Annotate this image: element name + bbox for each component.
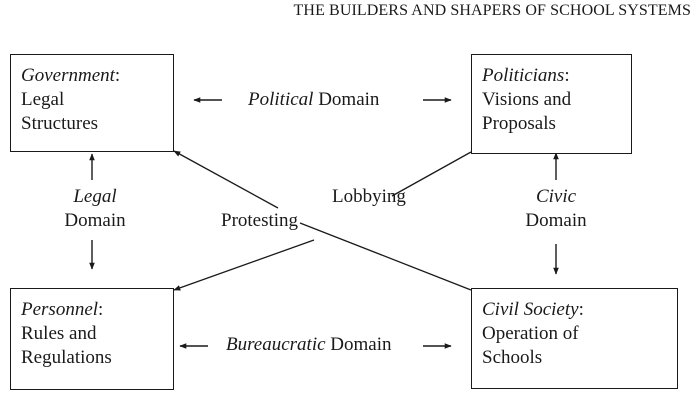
political-domain-rest: Domain — [313, 89, 380, 110]
government-title: Government: — [21, 64, 173, 88]
protesting-line-upper — [173, 150, 279, 209]
bureaucratic-domain-label: Bureaucratic Domain — [226, 333, 392, 357]
civic-domain-rest: Domain — [525, 210, 587, 231]
government-title-colon: : — [114, 65, 121, 86]
legal-domain-label: Legal Domain — [55, 185, 135, 233]
civic-domain-label: Civic Domain — [515, 185, 597, 233]
government-box: Government: Legal Structures — [10, 54, 174, 152]
politicians-title-name: Politicians — [482, 65, 565, 86]
page-header: THE BUILDERS AND SHAPERS OF SCHOOL SYSTE… — [293, 2, 691, 19]
legal-domain-rest: Domain — [64, 210, 126, 231]
politicians-line-2: Proposals — [482, 113, 556, 134]
politicians-box: Politicians: Visions and Proposals — [471, 54, 632, 154]
politicians-title: Politicians: — [482, 64, 631, 88]
lobbying-line-upper — [391, 151, 472, 197]
government-title-name: Government — [21, 65, 115, 86]
government-line-2: Structures — [21, 113, 99, 134]
civil-society-title-name: Civil Society — [482, 299, 579, 320]
bureaucratic-domain-rest: Domain — [325, 334, 392, 355]
protesting-label: Protesting — [221, 210, 299, 231]
civil-society-line-1: Operation of — [482, 323, 579, 344]
personnel-line-1: Rules and — [21, 323, 97, 344]
civil-society-line-2: Schools — [482, 347, 543, 368]
politicians-line-1: Visions and — [482, 89, 572, 110]
lobbying-label: Lobbying — [332, 186, 406, 207]
bureaucratic-domain-emph: Bureaucratic — [226, 334, 326, 355]
civil-society-box: Civil Society: Operation of Schools — [471, 288, 678, 389]
personnel-title: Personnel: — [21, 298, 173, 322]
civic-domain-emph: Civic — [535, 186, 577, 207]
civil-society-title: Civil Society: — [482, 298, 677, 322]
politicians-title-colon: : — [564, 65, 570, 86]
civil-society-title-colon: : — [578, 299, 584, 320]
political-domain-emph: Political — [248, 89, 314, 110]
government-line-1: Legal — [21, 89, 65, 110]
personnel-title-colon: : — [98, 299, 104, 320]
legal-domain-emph: Legal — [73, 186, 117, 207]
personnel-title-name: Personnel — [21, 299, 99, 320]
political-domain-label: Political Domain — [248, 88, 379, 112]
personnel-box: Personnel: Rules and Regulations — [10, 288, 174, 390]
protesting-line-lower — [299, 222, 472, 291]
lobbying-line-lower — [173, 239, 315, 291]
personnel-line-2: Regulations — [21, 347, 112, 368]
